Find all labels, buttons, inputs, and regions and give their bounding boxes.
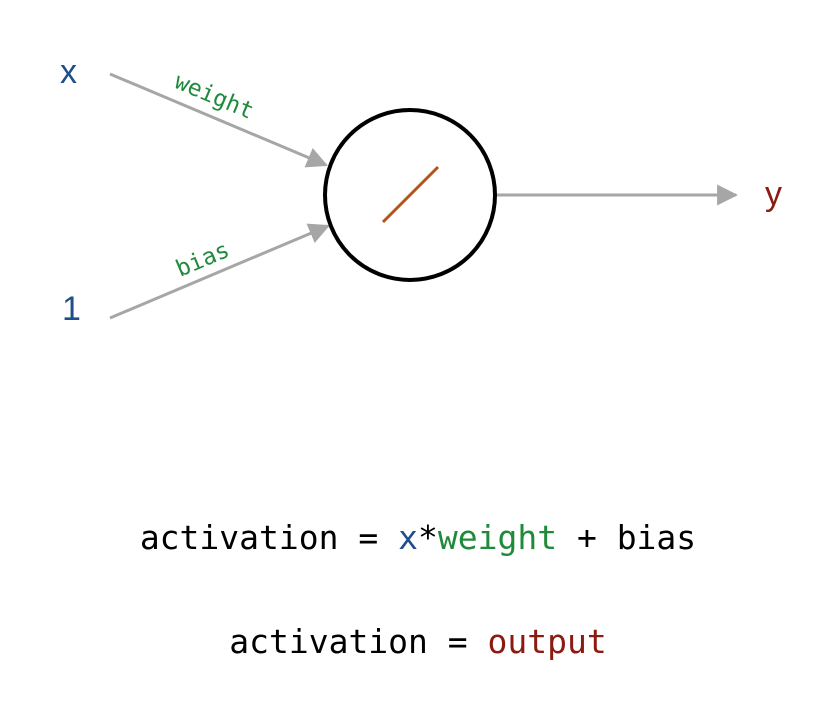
formula-equals: =: [427, 622, 488, 661]
input-one-label: 1: [62, 290, 81, 328]
formula-times: *: [417, 518, 438, 557]
formula-activation-term: activation: [139, 518, 339, 557]
output-y-label: y: [765, 175, 782, 213]
formula-x-term: x: [398, 518, 418, 557]
formula-equals: =: [338, 518, 399, 557]
formula-output-term: output: [487, 622, 607, 661]
formula-bias-term: bias: [616, 518, 697, 557]
activation-formula: activation = x*weight + bias: [0, 518, 836, 557]
formula-activation-term: activation: [229, 622, 428, 661]
formula-weight-term: weight: [437, 518, 558, 557]
bias-edge-label: bias: [172, 237, 233, 282]
output-formula: activation = output: [0, 622, 836, 661]
linear-activation-icon: [381, 165, 440, 224]
formula-plus: +: [557, 518, 617, 557]
bias-edge-arrow: [109, 223, 330, 320]
input-x-label: x: [60, 53, 77, 91]
weight-edge-arrow: [109, 72, 328, 168]
